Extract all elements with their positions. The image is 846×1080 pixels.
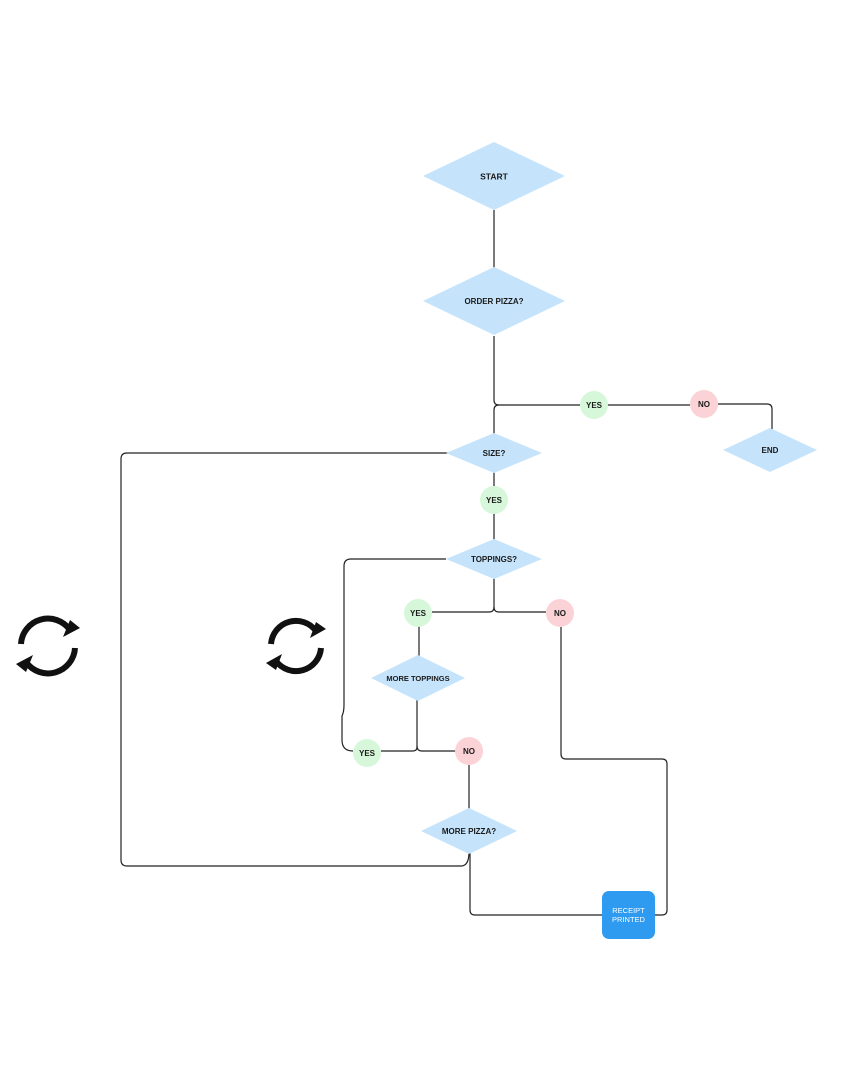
connector-moretoppings-yes xyxy=(381,700,418,752)
connector-morepizza-receipt xyxy=(469,852,602,916)
yes-toppings-circle xyxy=(404,599,432,627)
no-order-circle xyxy=(690,390,718,418)
no-toppings-circle xyxy=(546,599,574,627)
more-pizza-label: MORE PIZZA? xyxy=(442,827,496,836)
more-toppings-shape xyxy=(371,655,465,701)
receipt-label-line1: RECEIPT xyxy=(612,906,645,915)
loop-icon xyxy=(16,615,80,677)
toppings-shape xyxy=(446,539,542,579)
more-toppings-label: MORE TOPPINGS xyxy=(386,674,449,683)
toppings-label: TOPPINGS? xyxy=(471,555,517,564)
loop-icon xyxy=(266,617,326,675)
receipt-label-line2: PRINTED xyxy=(612,915,646,924)
size-label: SIZE? xyxy=(483,449,506,458)
loop-icon-arc-top xyxy=(268,617,319,645)
size-decision: SIZE? xyxy=(446,433,542,473)
connector-order-yes xyxy=(493,336,580,406)
no-order-badge: NO xyxy=(690,390,718,418)
no-more-toppings-badge: NO xyxy=(455,737,483,765)
loop-icon-arrow-top xyxy=(310,622,326,638)
loop-icon-arc-top xyxy=(18,615,73,645)
yes-order-label: YES xyxy=(586,401,603,410)
more-toppings-decision: MORE TOPPINGS xyxy=(371,655,465,701)
loop-icon-arrow-bottom xyxy=(16,655,33,672)
connector-toppings-no xyxy=(493,606,546,613)
yes-order-badge: YES xyxy=(580,391,608,419)
no-order-label: NO xyxy=(698,400,710,409)
loop-icon-arrow-top xyxy=(63,620,80,637)
yes-toppings-label: YES xyxy=(410,609,427,618)
loop-icon-arc-bottom xyxy=(273,647,324,675)
connector-order-size xyxy=(493,404,500,434)
receipt-printed-node: RECEIPT PRINTED xyxy=(602,891,655,939)
yes-size-circle xyxy=(480,486,508,514)
yes-more-toppings-circle xyxy=(353,739,381,767)
loop-icon-arc-bottom xyxy=(23,647,78,677)
no-more-toppings-circle xyxy=(455,737,483,765)
yes-more-toppings-badge: YES xyxy=(353,739,381,767)
order-pizza-shape xyxy=(423,267,565,335)
start-node: START xyxy=(423,142,565,210)
no-more-toppings-label: NO xyxy=(463,747,475,756)
no-toppings-label: NO xyxy=(554,609,566,618)
yes-order-circle xyxy=(580,391,608,419)
loop-icon-arrow-bottom xyxy=(266,654,282,670)
connector-yes-loop-toppings xyxy=(341,558,446,752)
end-shape xyxy=(723,428,817,472)
end-node: END xyxy=(723,428,817,472)
connector-toppings-yes xyxy=(432,577,495,613)
connector-moretoppings-no xyxy=(416,745,456,752)
yes-more-toppings-label: YES xyxy=(359,749,376,758)
end-label: END xyxy=(762,446,779,455)
yes-toppings-badge: YES xyxy=(404,599,432,627)
yes-size-label: YES xyxy=(486,496,503,505)
receipt-printed-shape xyxy=(602,891,655,939)
connector-no-end xyxy=(718,403,773,432)
start-label: START xyxy=(480,171,509,181)
order-pizza-decision: ORDER PIZZA? xyxy=(423,267,565,335)
more-pizza-shape xyxy=(421,808,517,854)
toppings-decision: TOPPINGS? xyxy=(446,539,542,579)
start-shape xyxy=(423,142,565,210)
order-pizza-label: ORDER PIZZA? xyxy=(464,297,523,306)
yes-size-badge: YES xyxy=(480,486,508,514)
connector-no-receipt xyxy=(560,627,668,916)
size-shape xyxy=(446,433,542,473)
no-toppings-badge: NO xyxy=(546,599,574,627)
more-pizza-decision: MORE PIZZA? xyxy=(421,808,517,854)
connectors xyxy=(120,210,773,916)
connector-morepizza-loop-size xyxy=(120,452,470,867)
